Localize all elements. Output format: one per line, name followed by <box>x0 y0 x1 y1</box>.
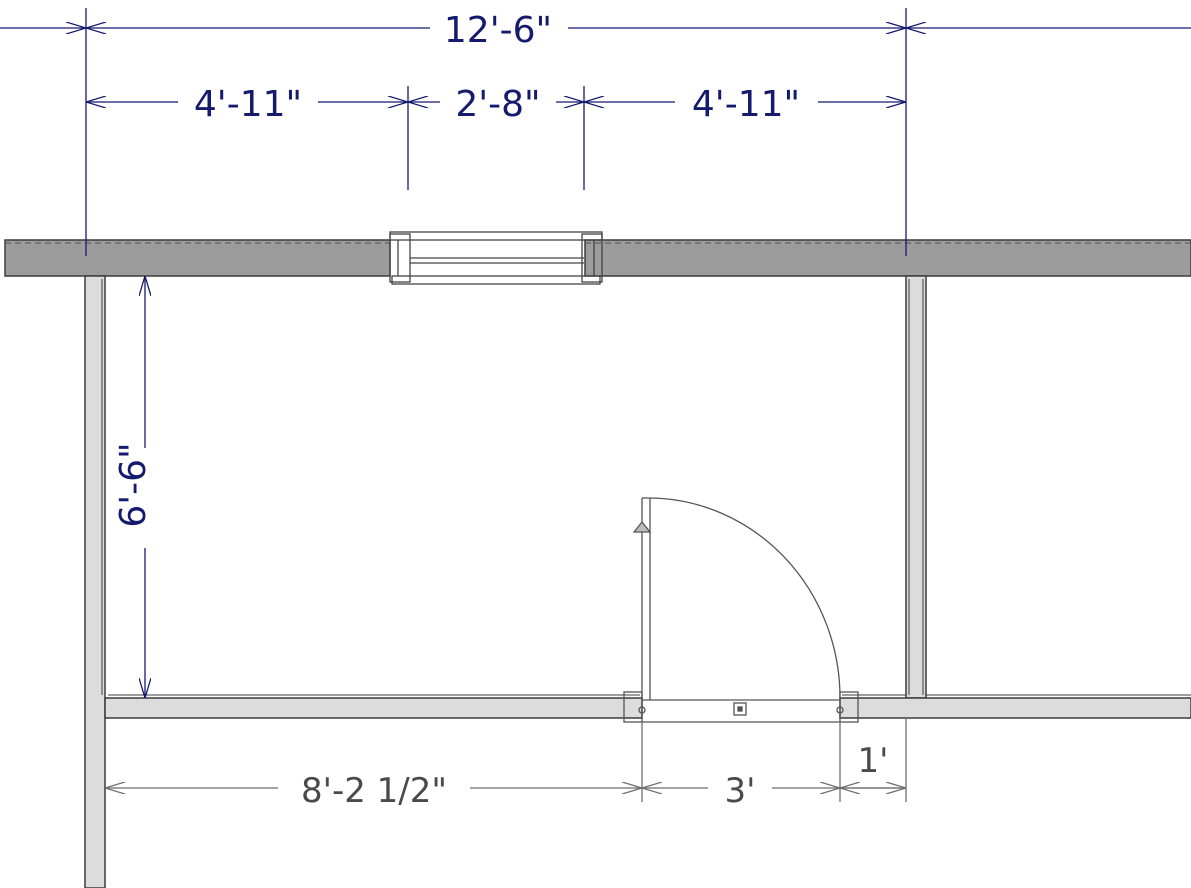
window-left-segment-label: 4'-11" <box>194 84 302 125</box>
window-position-dimensions <box>86 86 906 190</box>
overall-width-label: 12'-6" <box>444 10 552 51</box>
wall-inner-lines <box>101 279 1191 696</box>
door-right-offset-label: 1' <box>858 741 889 781</box>
door-left-offset-label: 8'-2 1/2" <box>301 771 447 811</box>
interior-walls <box>84 275 1191 888</box>
door-swing <box>623 497 859 723</box>
room-depth-label: 6'-6" <box>113 442 154 527</box>
window <box>389 231 603 285</box>
exterior-wall <box>4 239 1191 277</box>
window-width-label: 2'-8" <box>455 84 540 125</box>
overall-width-dimension <box>0 8 1191 256</box>
door-width-label: 3' <box>725 771 756 811</box>
window-right-segment-label: 4'-11" <box>692 84 800 125</box>
door-position-dimensions <box>105 718 907 802</box>
